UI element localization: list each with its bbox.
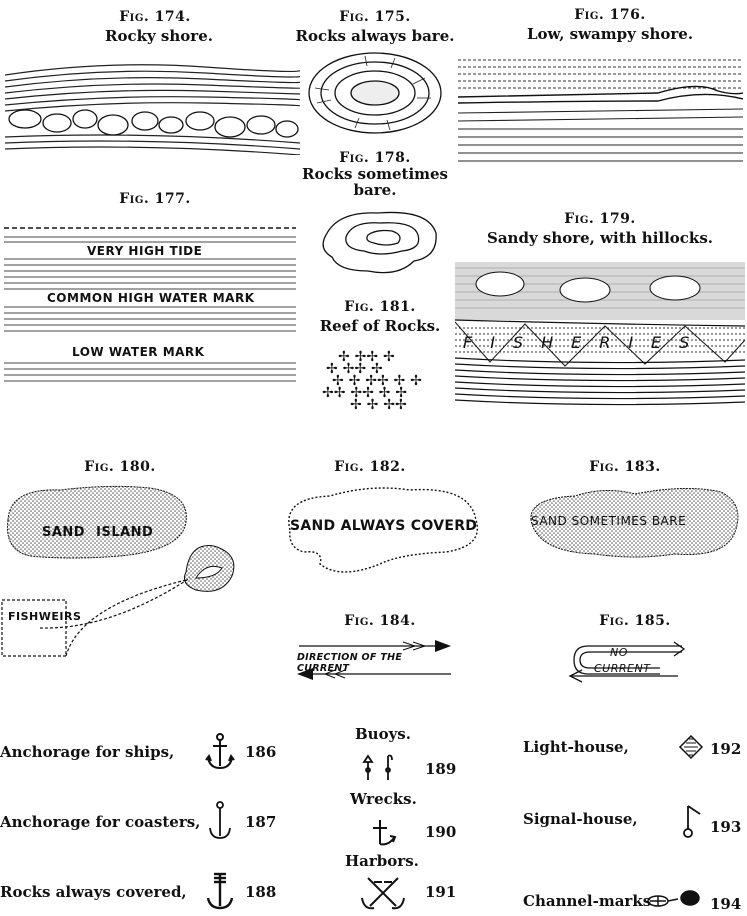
fig-183-number: Fig. 183. <box>570 458 680 477</box>
fig-184-number: Fig. 184. <box>325 612 435 631</box>
legend-signalhouse-label: Signal-house, <box>523 810 638 828</box>
fig-180-number: Fig. 180. <box>65 458 175 477</box>
sandy-shore-fisheries-illustration: FISHERIES <box>455 262 745 412</box>
signal-flag-icon <box>680 802 704 838</box>
fig-185-caption: Fig. 185. <box>580 612 690 631</box>
fig-178-title-line1: Rocks sometimes <box>300 166 450 182</box>
legend-anchorage-ships-label: Anchorage for ships, <box>0 743 174 761</box>
legend-anchorage-coasters-label: Anchorage for coasters, <box>0 813 200 831</box>
buoy-icon <box>362 752 406 782</box>
sand-island-illustration: SAND ISLAND FISHWEIRS <box>0 480 250 665</box>
fig-174-number: Fig. 174. <box>105 8 205 27</box>
small-anchor-icon <box>207 800 233 842</box>
sand-sometimes-bare-label: SAND SOMETIMES BARE <box>531 514 686 528</box>
no-current-illustration: NO CURRENT <box>568 638 688 686</box>
fig-185-number: Fig. 185. <box>580 612 690 631</box>
fig-182-caption: Fig. 182. <box>315 458 425 477</box>
fig-184-caption: Fig. 184. <box>325 612 435 631</box>
fig-178-title-line2: bare. <box>300 182 450 198</box>
reef-of-rocks-illustration: ✢ ✢✢ ✢ ✢ ✢✢ ✢ ✢ ✢ ✢✢ ✢ ✢ ✢✢ ✢✢ ✢ ✢ ✢ ✢ ✢… <box>320 350 425 420</box>
fig-175-caption: Fig. 175. Rocks always bare. <box>290 8 460 46</box>
rocks-sometimes-bare-illustration <box>318 205 443 280</box>
fig-181-title: Reef of Rocks. <box>305 317 455 336</box>
legend-190-number: 190 <box>425 823 456 841</box>
fig-174-caption: Fig. 174. Rocky shore. <box>105 8 205 46</box>
fig-179-caption: Fig. 179. Sandy shore, with hillocks. <box>485 210 715 248</box>
current-label: CURRENT <box>594 662 650 675</box>
legend-buoys-label: Buoys. <box>355 725 411 743</box>
legend-189-number: 189 <box>425 760 456 778</box>
tide-marks-illustration: VERY HIGH TIDE COMMON HIGH WATER MARK LO… <box>4 225 296 385</box>
fig-179-number: Fig. 179. <box>485 210 715 229</box>
sand-always-coverd-label: SAND ALWAYS COVERD <box>290 518 477 534</box>
fig-176-number: Fig. 176. <box>520 6 700 25</box>
fig-177-number: Fig. 177. <box>95 190 215 209</box>
fig-182-number: Fig. 182. <box>315 458 425 477</box>
legend-194-number: 194 <box>710 895 741 913</box>
anchor-icon <box>205 732 235 772</box>
fishweirs-label: FISHWEIRS <box>8 610 81 623</box>
fig-174-title: Rocky shore. <box>105 27 205 46</box>
legend-lighthouse-label: Light-house, <box>523 738 629 756</box>
fig-180-caption: Fig. 180. <box>65 458 175 477</box>
legend-channel-label: Channel-marks <box>523 892 651 910</box>
sand-sometimes-bare-illustration: SAND SOMETIMES BARE <box>525 480 745 565</box>
legend-191-number: 191 <box>425 883 456 901</box>
fig-179-title: Sandy shore, with hillocks. <box>485 229 715 248</box>
fig-181-caption: Fig. 181. Reef of Rocks. <box>305 298 455 336</box>
fig-176-title: Low, swampy shore. <box>520 25 700 44</box>
rock-anchor-icon <box>205 870 235 912</box>
fisheries-label: FISHERIES <box>463 333 707 352</box>
fig-183-caption: Fig. 183. <box>570 458 680 477</box>
low-water-label: LOW WATER MARK <box>69 345 207 359</box>
sand-always-covered-illustration: SAND ALWAYS COVERD <box>280 480 485 580</box>
fig-176-caption: Fig. 176. Low, swampy shore. <box>520 6 700 44</box>
legend-188-number: 188 <box>245 883 276 901</box>
no-label: NO <box>610 646 628 659</box>
fig-175-title: Rocks always bare. <box>290 27 460 46</box>
legend-192-number: 192 <box>710 740 741 758</box>
wreck-icon <box>368 818 398 850</box>
rocky-shore-illustration <box>5 55 300 155</box>
fig-177-caption: Fig. 177. <box>95 190 215 209</box>
lighthouse-diamond-icon <box>678 734 704 760</box>
direction-current-illustration: DIRECTION OF THE CURRENT <box>295 638 455 683</box>
swampy-shore-illustration <box>458 55 743 165</box>
legend-187-number: 187 <box>245 813 276 831</box>
legend-harbors-label: Harbors. <box>345 852 419 870</box>
legend-rocks-covered-label: Rocks always covered, <box>0 883 187 901</box>
sand-island-label: SAND ISLAND <box>42 525 153 540</box>
direction-of-current-label: DIRECTION OF THE CURRENT <box>297 652 455 674</box>
very-high-tide-label: VERY HIGH TIDE <box>84 244 205 258</box>
harbor-icon <box>360 876 406 912</box>
rocks-always-bare-illustration <box>305 48 445 138</box>
fig-175-number: Fig. 175. <box>290 8 460 27</box>
legend-193-number: 193 <box>710 818 741 836</box>
common-high-water-label: COMMON HIGH WATER MARK <box>44 291 258 305</box>
legend-186-number: 186 <box>245 743 276 761</box>
fig-178-caption: Fig. 178. Rocks sometimes bare. <box>300 150 450 198</box>
fig-178-number: Fig. 178. <box>300 150 450 166</box>
legend-wrecks-label: Wrecks. <box>350 790 417 808</box>
fig-181-number: Fig. 181. <box>305 298 455 317</box>
channel-marks-icon <box>646 888 704 910</box>
